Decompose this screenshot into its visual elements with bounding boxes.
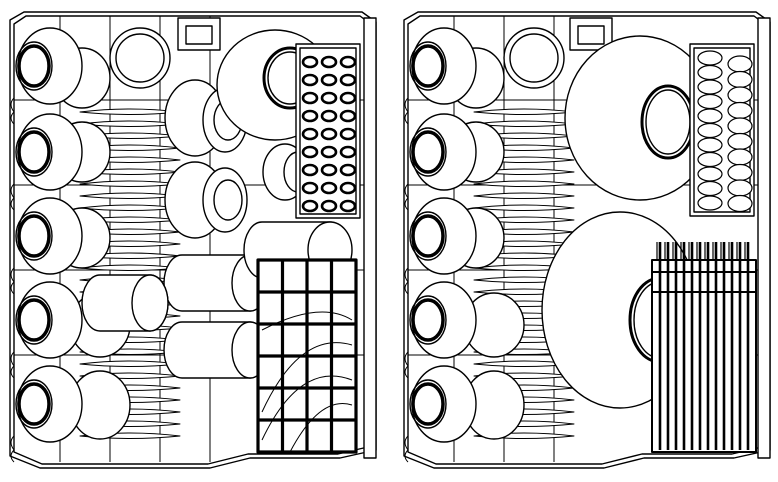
rack-handle-inner xyxy=(577,25,605,45)
cup xyxy=(10,197,83,295)
glass xyxy=(163,321,269,379)
bowl xyxy=(109,27,171,89)
rack-holder xyxy=(320,145,338,159)
spoon xyxy=(697,79,723,95)
rack-side-bar xyxy=(363,17,377,459)
rack-panel-right xyxy=(403,11,771,469)
rack-holder xyxy=(320,181,338,195)
cup xyxy=(10,113,83,211)
rack-holder xyxy=(339,91,357,105)
utensil-tines xyxy=(652,242,756,450)
rack-holder xyxy=(339,73,357,87)
cup xyxy=(404,113,477,211)
cups-column xyxy=(404,27,477,463)
rack-frame-inner xyxy=(407,15,767,465)
glass xyxy=(81,274,169,332)
spoon xyxy=(697,93,723,110)
cup xyxy=(404,197,477,295)
rack-panel-left xyxy=(9,11,377,469)
spoon xyxy=(727,117,753,135)
rack-holder xyxy=(301,163,319,177)
basket-grid xyxy=(256,258,358,454)
rack-holder xyxy=(320,163,338,177)
spoon xyxy=(697,195,723,211)
spoon xyxy=(727,70,753,89)
rack-holder xyxy=(301,91,319,105)
rack-holder xyxy=(339,127,357,141)
spoon xyxy=(727,179,753,197)
rack-holder xyxy=(320,109,338,123)
spoon xyxy=(697,166,723,182)
spoon xyxy=(697,137,723,153)
spoon xyxy=(727,132,753,151)
rack-holder xyxy=(301,73,319,87)
cups-column xyxy=(10,27,83,463)
rack-holder xyxy=(301,199,319,213)
bowl-rim xyxy=(115,33,165,83)
rack-holder xyxy=(339,199,357,213)
rack-holder xyxy=(301,181,319,195)
bowl xyxy=(503,27,565,89)
cup xyxy=(404,365,477,463)
rack-holder xyxy=(339,163,357,177)
spoon xyxy=(727,86,753,104)
bowl-rim xyxy=(509,33,559,83)
rack-holder xyxy=(301,145,319,159)
spoon xyxy=(697,122,723,139)
cup xyxy=(10,281,83,379)
rack-holder xyxy=(301,55,319,69)
rack-holder xyxy=(320,91,338,105)
spoon xyxy=(727,163,753,182)
spoon xyxy=(727,194,753,213)
cup xyxy=(10,365,83,463)
plate-edge xyxy=(473,192,575,199)
rack-holder xyxy=(320,127,338,141)
rack-holder xyxy=(320,199,338,213)
cup xyxy=(10,27,83,125)
rack-holders xyxy=(301,55,357,213)
cup xyxy=(404,27,477,125)
plate-edge xyxy=(473,204,575,211)
rack-handle-inner xyxy=(185,25,213,45)
plate-edge xyxy=(473,180,575,187)
rack-holder xyxy=(339,55,357,69)
cup xyxy=(404,281,477,379)
rack-holder xyxy=(320,73,338,87)
spoon xyxy=(697,108,723,124)
utensil-items xyxy=(697,50,753,213)
spoon xyxy=(697,50,723,66)
bowl-rack xyxy=(295,43,361,219)
spoon xyxy=(697,64,723,81)
rack-holder xyxy=(339,145,357,159)
rack-holder xyxy=(339,181,357,195)
spoon xyxy=(697,180,723,197)
rack-holder xyxy=(339,109,357,123)
spoon xyxy=(727,148,753,166)
mug xyxy=(164,161,248,239)
spoon xyxy=(697,151,723,168)
rack-holder xyxy=(320,55,338,69)
cutlery-basket xyxy=(256,258,358,454)
cutlery-rack xyxy=(651,242,757,453)
rack-holder xyxy=(301,109,319,123)
basket-outline xyxy=(256,258,358,454)
rack-frame-inner xyxy=(13,15,373,465)
rack-side-bar xyxy=(757,17,771,459)
spoon xyxy=(727,101,753,120)
rack-holder xyxy=(301,127,319,141)
utensil-holder xyxy=(689,43,755,217)
spoon xyxy=(727,55,753,73)
